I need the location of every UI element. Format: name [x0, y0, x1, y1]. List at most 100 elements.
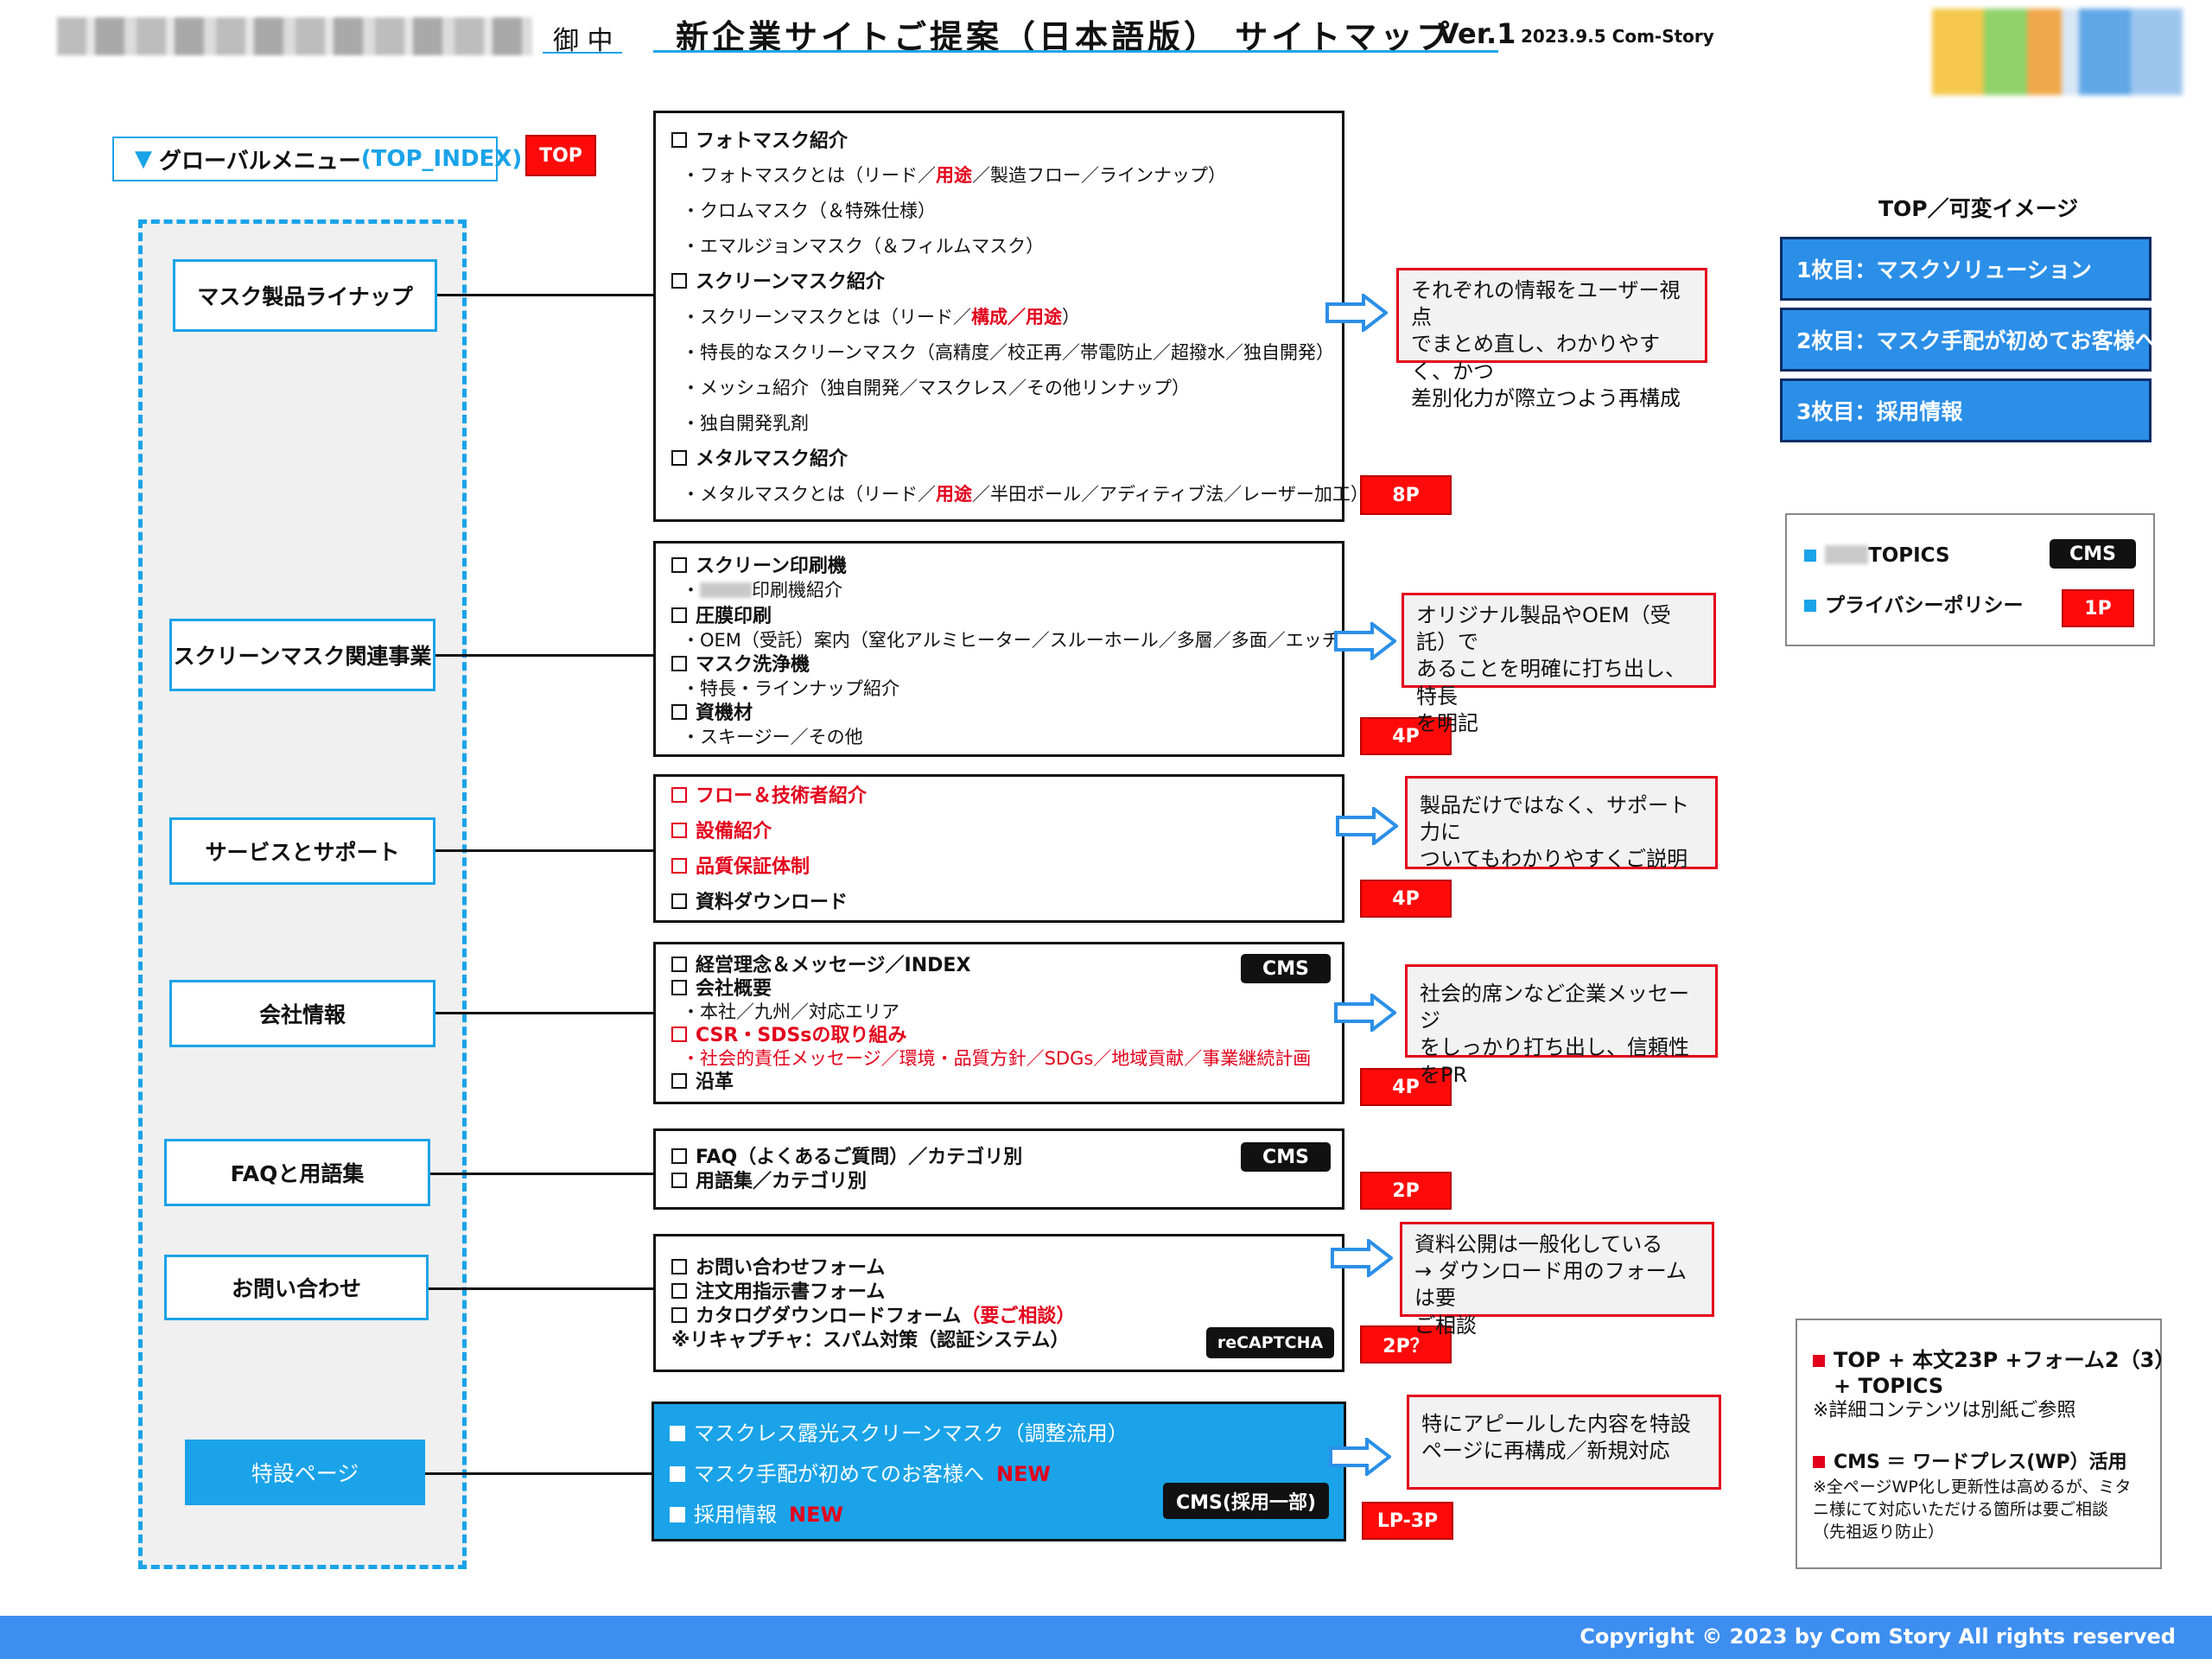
heading-glossary: 用語集／カテゴリ別 — [671, 1171, 867, 1193]
page-count-badge: 4P — [1360, 717, 1452, 755]
heading-downloads: 資料ダウンロード — [671, 892, 848, 914]
list-item: ・スキージー／その他 — [682, 727, 863, 747]
recaptcha-badge: reCAPTCHA — [1206, 1327, 1334, 1358]
connector-line — [429, 1287, 653, 1290]
heading-overview: 会社概要 — [671, 978, 772, 1001]
cms-badge: CMS — [2050, 539, 2136, 569]
slide-1[interactable]: 1枚目：マスクソリューション — [1780, 237, 2152, 301]
screen-business-box: スクリーン印刷機 ・印刷機紹介 圧膜印刷 ・OEM（受託）案内（窒化アルミヒータ… — [653, 541, 1395, 757]
heading-order-form: 注文用指示書フォーム — [671, 1281, 885, 1304]
arrow-right-icon — [1325, 294, 1388, 332]
note-special-pages: 特にアピールした内容を特設 ページに再構成／新規対応 — [1407, 1395, 1721, 1490]
redacted-text — [700, 582, 752, 598]
arrow-right-icon — [1334, 994, 1396, 1032]
summary-cms: CMS ＝ ワードプレス(WP）活用 — [1813, 1452, 2127, 1474]
topics-item[interactable]: TOPICS — [1804, 544, 1950, 569]
triangle-down-icon: ▼ — [135, 146, 152, 172]
connector-line — [430, 1173, 653, 1175]
privacy-item[interactable]: プライバシーポリシー — [1804, 594, 2024, 619]
nav-mask-products[interactable]: マスク製品ライナップ — [173, 259, 437, 332]
heading-flow-engineers: フロー＆技術者紹介 — [671, 785, 867, 808]
heading-history: 沿革 — [671, 1071, 734, 1094]
nav-screen-mask-business[interactable]: スクリーンマスク関連事業 — [169, 619, 435, 691]
heading-screenmask: スクリーンマスク紹介 — [671, 271, 885, 294]
list-item: ・印刷機紹介 — [682, 580, 842, 601]
list-item: ・メッシュ紹介（独自開発／マスクレス／その他リンナップ） — [682, 378, 1190, 398]
cms-badge: CMS(採用一部) — [1163, 1483, 1329, 1519]
arrow-right-icon — [1331, 1239, 1393, 1277]
page-count-badge: 4P — [1360, 880, 1452, 918]
page-count-badge: LP-3P — [1362, 1502, 1453, 1540]
redacted-text — [1825, 545, 1868, 564]
cms-badge: CMS — [1241, 954, 1331, 983]
list-item: ・特長・ラインナップ紹介 — [682, 678, 899, 699]
date-author: 2023.9.5 Com-Story — [1521, 26, 1714, 47]
logo-redacted — [1932, 9, 2183, 95]
arrow-right-icon — [1336, 807, 1398, 845]
top-tag[interactable]: TOP — [525, 135, 596, 176]
global-menu-text: グローバルメニュー — [159, 148, 361, 175]
client-name-redacted — [57, 17, 532, 55]
faq-box: FAQ（よくあるご質問）／カテゴリ別 用語集／カテゴリ別 — [653, 1128, 1344, 1210]
version-label: Ver.1 — [1438, 17, 1516, 50]
connector-line — [425, 1472, 653, 1475]
heading-philosophy: 経営理念＆メッセージ／INDEX — [671, 955, 970, 977]
nav-faq-glossary[interactable]: FAQと用語集 — [164, 1139, 430, 1206]
summary-note: ※詳細コンテンツは別紙ご参照 — [1813, 1400, 2076, 1421]
connector-line — [435, 654, 653, 657]
slide-2[interactable]: 2枚目：マスク手配が初めてお客様へ — [1780, 308, 2157, 372]
connector-line — [435, 1012, 653, 1014]
note-screen-business: オリジナル製品やOEM（受託）で あることを明確に打ち出し、特長 を明記 — [1402, 593, 1716, 735]
misc-pages-box: TOPICS プライバシーポリシー — [1785, 513, 2155, 646]
summary-topics: + TOPICS — [1834, 1374, 1944, 1398]
heading-equipment: 設備紹介 — [671, 821, 772, 843]
cms-badge: CMS — [1241, 1142, 1331, 1172]
list-item: ・OEM（受託）案内（窒化アルミヒーター／スルーホール／多層／多面／エッチング） — [682, 630, 1395, 651]
copyright: Copyright © 2023 by Com Story All rights… — [1580, 1624, 2176, 1649]
arrow-right-icon — [1329, 1438, 1391, 1476]
nav-service-support[interactable]: サービスとサポート — [169, 817, 435, 885]
nav-contact[interactable]: お問い合わせ — [164, 1255, 429, 1320]
page-count-badge: 8P — [1360, 475, 1452, 515]
underline — [543, 52, 622, 54]
recipient-suffix: 御 中 — [553, 26, 613, 56]
list-item: ・独自開発乳剤 — [682, 413, 809, 434]
page-title: 新企業サイトご提案（日本語版） サイトマップ — [676, 18, 1453, 56]
top-image-title: TOP／可変イメージ — [1878, 196, 2079, 221]
heading-materials: 資機材 — [671, 702, 753, 725]
heading-faq: FAQ（よくあるご質問）／カテゴリ別 — [671, 1147, 1022, 1169]
arrow-right-icon — [1334, 622, 1396, 660]
connector-line — [437, 294, 653, 296]
heading-metalmask: メタルマスク紹介 — [671, 448, 848, 471]
new-badge: NEW — [996, 1462, 1051, 1486]
note-service-support: 製品だけではなく、サポート力に ついてもわかりやすくご説明 — [1405, 776, 1718, 871]
list-item: ・メタルマスクとは（リード／用途／半田ボール／アディティブ法／レーザー加工） — [682, 484, 1369, 505]
heading-maskless: マスクレス露光スクリーンマスク（調整流用） — [670, 1421, 1128, 1446]
page-count-badge: 1P — [2062, 589, 2134, 627]
nav-company-info[interactable]: 会社情報 — [169, 980, 435, 1047]
list-item: ・社会的責任メッセージ／環境・品質方針／SDGs／地域貢献／事業継続計画 — [682, 1048, 1312, 1069]
connector-line — [435, 849, 653, 852]
recaptcha-note: ※リキャプチャ：スパム対策（認証システム） — [671, 1330, 1070, 1351]
summary-detail: ニ様にて対応いただける箇所は要ご相談 — [1813, 1500, 2109, 1519]
title-underline — [653, 50, 1498, 53]
service-support-box: フロー＆技術者紹介 設備紹介 品質保証体制 資料ダウンロード — [653, 774, 1344, 923]
summary-total: TOP + 本文23P +フォーム2（3） — [1813, 1348, 2175, 1373]
heading-catalog-form: カタログダウンロードフォーム（要ご相談） — [671, 1306, 1075, 1328]
list-item: ・フォトマスクとは（リード／用途／製造フロー／ラインナップ） — [682, 165, 1226, 186]
global-menu-label: ▼ グローバルメニュー (TOP_INDEX) — [112, 137, 522, 181]
list-item: ・本社／九州／対応エリア — [682, 1001, 899, 1022]
nav-special-pages[interactable]: 特設ページ — [185, 1440, 425, 1505]
heading-contact-form: お問い合わせフォーム — [671, 1257, 885, 1280]
heading-quality: 品質保証体制 — [671, 856, 810, 879]
summary-box: TOP + 本文23P +フォーム2（3） + TOPICS ※詳細コンテンツは… — [1796, 1319, 2175, 1569]
page-count-badge: 2P？ — [1360, 1325, 1452, 1363]
heading-photomask: フォトマスク紹介 — [671, 130, 848, 153]
list-item: ・クロムマスク（＆特殊仕様） — [682, 200, 936, 221]
note-mask-products: それぞれの情報をユーザー視点 でまとめ直し、わかりやすく、かつ 差別化力が際立つ… — [1396, 268, 1707, 410]
slide-3[interactable]: 3枚目：採用情報 — [1780, 378, 2152, 442]
page-count-badge: 2P — [1360, 1172, 1452, 1210]
company-info-box: 経営理念＆メッセージ／INDEX 会社概要 ・本社／九州／対応エリア CSR・S… — [653, 942, 1344, 1104]
